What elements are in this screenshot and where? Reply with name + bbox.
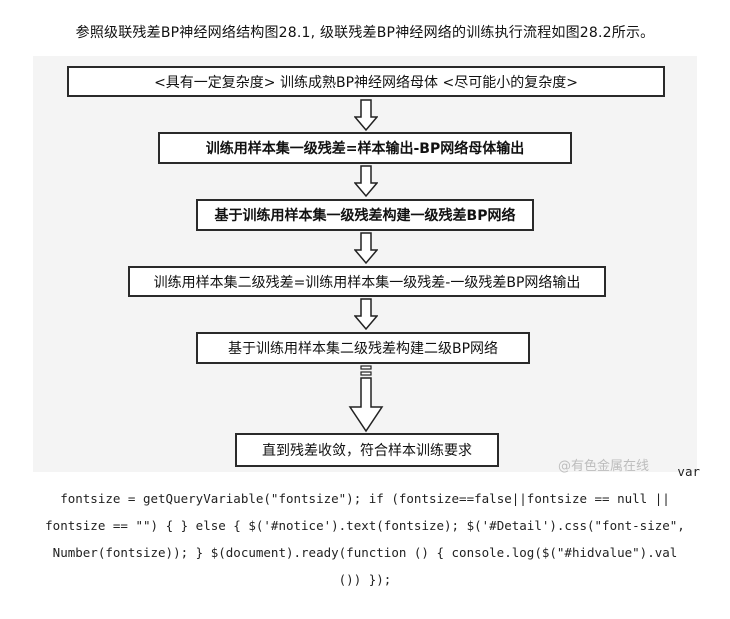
- flow-step-1: <具有一定复杂度> 训练成熟BP神经网络母体 <尽可能小的复杂度>: [67, 66, 665, 97]
- arrow-down-icon: [354, 232, 378, 265]
- flow-step-4: 训练用样本集二级残差=训练用样本集一级残差-一级残差BP网络输出: [128, 266, 606, 297]
- code-line: fontsize == "") { } else { $('#notice').…: [45, 518, 685, 533]
- dashed-arrow-down-icon: [348, 365, 384, 433]
- code-line: var: [677, 464, 700, 479]
- script-text: var fontsize = getQueryVariable("fontsiz…: [0, 458, 730, 593]
- flow-step-6: 直到残差收敛，符合样本训练要求: [235, 433, 499, 467]
- arrow-down-icon: [354, 298, 378, 331]
- code-line: fontsize = getQueryVariable("fontsize");…: [60, 491, 670, 506]
- code-line: Number(fontsize)); } $(document).ready(f…: [52, 545, 678, 560]
- flow-step-2: 训练用样本集一级残差=样本输出-BP网络母体输出: [158, 132, 572, 164]
- flow-step-5: 基于训练用样本集二级残差构建二级BP网络: [196, 332, 530, 364]
- watermark: @有色金属在线: [558, 459, 650, 474]
- code-line: ()) });: [338, 572, 392, 587]
- arrow-down-icon: [354, 165, 378, 198]
- flow-step-3: 基于训练用样本集一级残差构建一级残差BP网络: [196, 199, 534, 231]
- arrow-down-icon: [354, 99, 378, 132]
- caption: 参照级联残差BP神经网络结构图28.1, 级联残差BP神经网络的训练执行流程如图…: [75, 25, 655, 41]
- flowchart-figure: <具有一定复杂度> 训练成熟BP神经网络母体 <尽可能小的复杂度> 训练用样本集…: [33, 56, 697, 472]
